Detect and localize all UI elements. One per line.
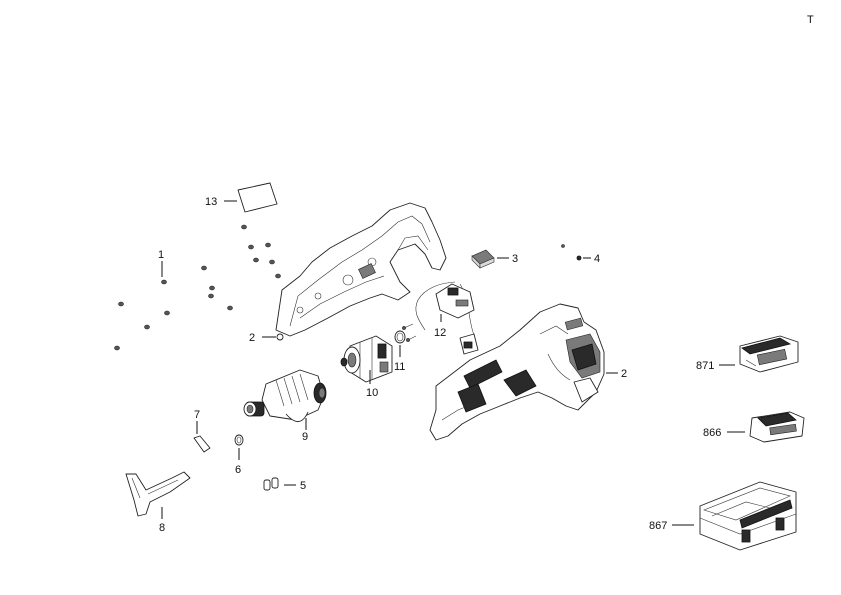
callout-2a: 2 (249, 332, 255, 344)
part-12-switch-assembly: 12 (415, 281, 479, 355)
part-867-carry-case: 867 (649, 481, 797, 551)
part-7-lever: 7 (193, 409, 211, 453)
callout-2b: 2 (621, 368, 627, 380)
callout-4: 4 (594, 253, 600, 265)
callout-6: 6 (235, 464, 241, 476)
part-2-housing-half-left: 2 (249, 202, 447, 344)
part-4-pin: 4 (561, 244, 600, 265)
part-3-switch-block: 3 (471, 249, 518, 269)
callout-871: 871 (696, 360, 714, 372)
part-9-gearbox: 9 (243, 369, 327, 443)
callout-11: 11 (394, 361, 405, 373)
callout-3: 3 (512, 253, 518, 265)
part-1-screws: 1 (114, 224, 281, 351)
callout-9: 9 (302, 431, 308, 443)
callout-8: 8 (159, 522, 165, 534)
callout-12: 12 (434, 327, 446, 339)
part-6-washer: 6 (234, 434, 244, 476)
part-8-shoe: 8 (125, 471, 191, 534)
part-871-battery-large: 871 (696, 335, 799, 373)
part-11-ring: 11 (394, 330, 406, 373)
part-10-motor: 10 (340, 335, 393, 399)
callout-13: 13 (205, 196, 217, 208)
callout-7: 7 (194, 409, 200, 421)
callout-866: 866 (703, 427, 721, 439)
part-5-pins: 5 (263, 477, 306, 492)
callout-5: 5 (300, 480, 306, 492)
part-screws-motor-mount (402, 323, 417, 342)
callout-867: 867 (649, 520, 667, 532)
part-2-assembled-saw: 2 (429, 303, 627, 441)
part-13-label-plate: 13 (205, 182, 278, 213)
callout-10: 10 (366, 387, 378, 399)
page-corner-label: T (807, 14, 814, 26)
part-866-battery-compact: 866 (703, 411, 805, 443)
callout-1: 1 (158, 249, 164, 261)
